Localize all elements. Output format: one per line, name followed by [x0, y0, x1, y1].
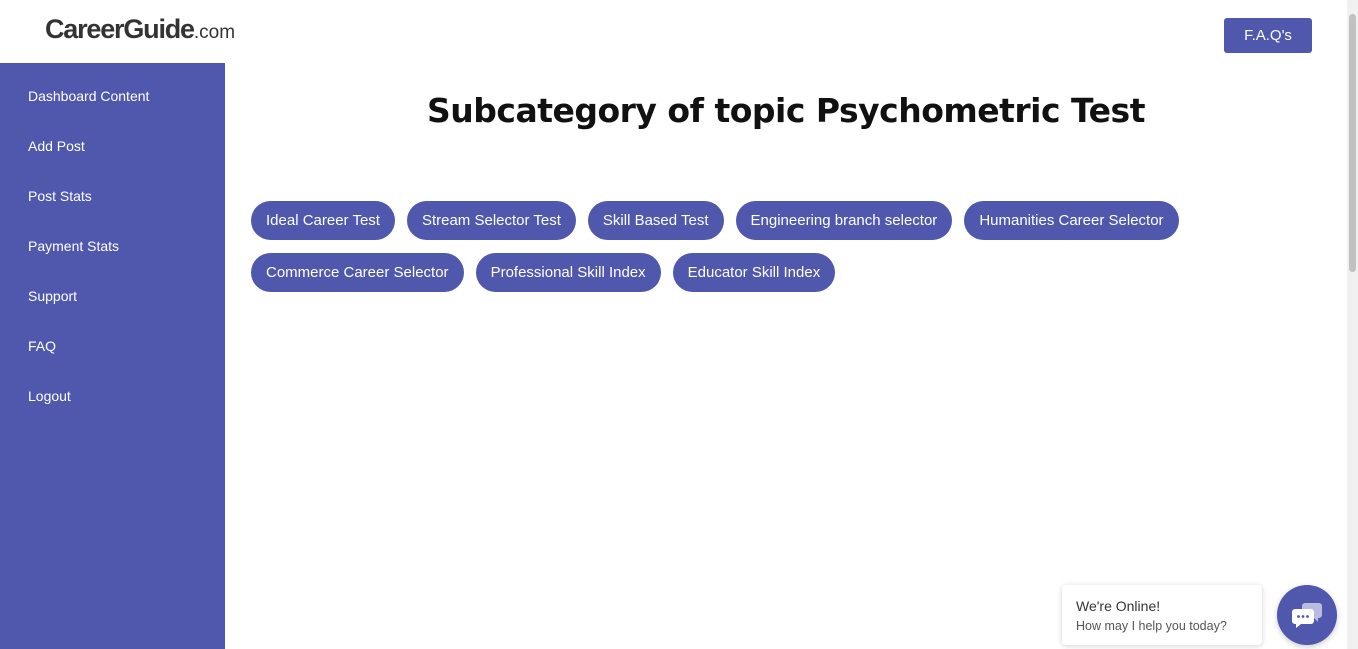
chat-title: We're Online! — [1076, 598, 1161, 614]
logo-brand: CareerGuide — [45, 14, 195, 44]
sidebar-item-post-stats[interactable]: Post Stats — [28, 188, 92, 204]
main-content: Subcategory of topic Psychometric Test I… — [225, 63, 1347, 649]
subcategory-humanities-career-selector[interactable]: Humanities Career Selector — [964, 201, 1179, 240]
header: CareerGuide.com F.A.Q's — [0, 0, 1347, 63]
logo-tld: .com — [193, 22, 236, 43]
sidebar: Dashboard Content Add Post Post Stats Pa… — [0, 63, 225, 649]
page-scrollbar[interactable] — [1347, 0, 1358, 649]
sidebar-item-dashboard-content[interactable]: Dashboard Content — [28, 88, 150, 104]
subcategory-list: Ideal Career Test Stream Selector Test S… — [251, 201, 1251, 292]
faq-button[interactable]: F.A.Q's — [1224, 18, 1312, 53]
chat-greeting-bubble[interactable]: We're Online! How may I help you today? — [1062, 585, 1262, 645]
sidebar-item-add-post[interactable]: Add Post — [28, 138, 85, 154]
subcategory-ideal-career-test[interactable]: Ideal Career Test — [251, 201, 395, 240]
sidebar-item-support[interactable]: Support — [28, 288, 78, 304]
scrollbar-thumb[interactable] — [1349, 14, 1356, 272]
sidebar-item-faq[interactable]: FAQ — [28, 338, 57, 354]
logo[interactable]: CareerGuide.com — [45, 14, 235, 45]
subcategory-educator-skill-index[interactable]: Educator Skill Index — [672, 253, 836, 292]
subcategory-skill-based-test[interactable]: Skill Based Test — [587, 201, 724, 240]
sidebar-menu: Dashboard Content Add Post Post Stats Pa… — [0, 63, 225, 437]
subcategory-professional-skill-index[interactable]: Professional Skill Index — [475, 253, 661, 292]
page-title: Subcategory of topic Psychometric Test — [427, 91, 1145, 130]
sidebar-item-payment-stats[interactable]: Payment Stats — [28, 238, 120, 254]
chat-launcher-button[interactable] — [1277, 585, 1337, 645]
sidebar-item-logout[interactable]: Logout — [28, 388, 71, 404]
subcategory-commerce-career-selector[interactable]: Commerce Career Selector — [251, 253, 464, 292]
subcategory-engineering-branch-selector[interactable]: Engineering branch selector — [735, 201, 953, 240]
subcategory-stream-selector-test[interactable]: Stream Selector Test — [406, 201, 576, 240]
chat-subtitle: How may I help you today? — [1076, 619, 1227, 633]
chat-icon — [1292, 603, 1322, 628]
